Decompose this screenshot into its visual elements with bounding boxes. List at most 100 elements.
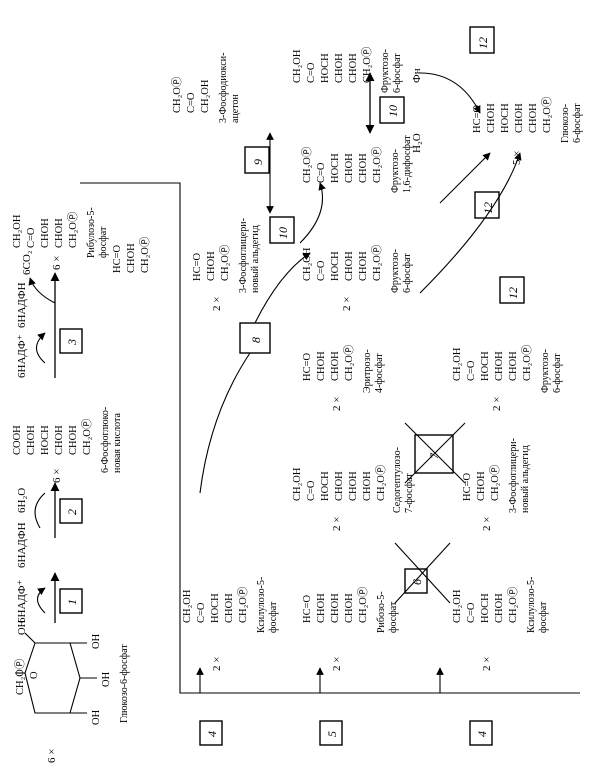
e4p-f3: CH₂OⓅ xyxy=(343,344,355,381)
s7p-f1: C=O xyxy=(306,480,317,501)
g6pb-name-1: 6-фосфат xyxy=(572,103,583,143)
f6pa-f3: CHOH xyxy=(494,351,505,381)
s7p-name-0: Седогептулозо- xyxy=(392,447,403,513)
h2o-6: 6H₂O xyxy=(16,488,28,513)
ribulose-5-phosphate: 6 × CH₂OH C=O CHOH CHOH CH₂OⓅ Рибулозо-5… xyxy=(12,207,109,270)
ga3pa-name-1: новый альдегид xyxy=(520,445,531,513)
ga3pa-name-0: 3-Фосфоглицери- xyxy=(508,438,519,513)
pg-name-1: новая кислота xyxy=(112,413,123,473)
xu5pb-f0: CH₂OH xyxy=(452,589,463,623)
f6pa-name-0: Фруктозо- xyxy=(540,349,551,393)
s7p-f4: CHOH xyxy=(348,471,359,501)
arrow-8-in xyxy=(199,352,251,494)
xylulose-5-phosphate-b: 2 × CH₂OH C=O HOCH CHOH CH₂OⓅ Ксилулозо-… xyxy=(452,577,549,671)
ga3pa-f1: CHOH xyxy=(476,471,487,501)
f6pc-f1: C=O xyxy=(306,62,317,83)
r5p-mult: 2 × xyxy=(331,657,343,671)
distribution-line xyxy=(80,182,580,694)
glucose6p-name: Глюкозо-6-фосфат xyxy=(119,644,130,723)
ru5p-f2: CHOH xyxy=(40,218,51,248)
enzyme-box-2 xyxy=(59,498,83,524)
ru5p-f3: CHOH xyxy=(54,218,65,248)
e4p-name-1: 4-фосфат xyxy=(374,353,385,393)
xu5pb-f3: CHOH xyxy=(494,593,505,623)
fbp-f4: CHOH xyxy=(358,153,369,183)
g6pb-f4: CHOH xyxy=(528,103,539,133)
ga3pb-f1: CHOH xyxy=(206,251,217,281)
f6pc-f2: HOCH xyxy=(320,53,331,83)
pg-f4: CHOH xyxy=(68,425,79,455)
pi: Фн xyxy=(411,68,423,83)
enzyme-2: 2 xyxy=(65,509,79,515)
dhap-f2: CH₂OH xyxy=(200,79,211,113)
xu5pb-f2: HOCH xyxy=(480,593,491,623)
xu5pb-f4: CH₂OⓅ xyxy=(507,586,519,623)
arrow-12c xyxy=(419,152,522,294)
nadp-3: 6НАДФ⁺ xyxy=(16,334,28,378)
f6pc-f5: CH₂OⓅ xyxy=(361,46,373,83)
cofactor-arc-1 xyxy=(36,587,46,614)
enzyme-10: 10 xyxy=(276,227,290,239)
e4p-mult: 2 × xyxy=(331,397,343,411)
f6pc-name-1: 6-фосфат xyxy=(392,53,403,93)
xu5pb-f1: C=O xyxy=(466,602,477,623)
dhap-f0: CH₂OⓅ xyxy=(171,76,183,113)
ring-oh-1: OH xyxy=(91,709,102,725)
cross-6b xyxy=(394,542,451,604)
ring-oh-4: OH xyxy=(17,619,28,635)
xu5pa-name-0: Ксилулозо-5- xyxy=(256,577,267,633)
f6pa-name-1: 6-фосфат xyxy=(552,353,563,393)
f6pb-name-0: Фруктозо- xyxy=(390,249,401,293)
enzyme-1: 1 xyxy=(65,599,79,605)
fructose-6-phosphate-b: 2 × CH₂OH C=O HOCH CHOH CHOH CH₂OⓅ Фрукт… xyxy=(302,244,413,311)
g6pb-f2: HOCH xyxy=(500,103,511,133)
fructose-1-6-bisphosphate: CH₂OⓅ C=O HOCH CHOH CHOH CH₂OⓅ Фруктозо-… xyxy=(301,135,413,193)
enzyme-3: 3 xyxy=(65,339,79,346)
fructose-6-phosphate-c: CH₂OH C=O HOCH CHOH CHOH CH₂OⓅ Фруктозо-… xyxy=(292,46,403,93)
f6pa-f2: HOCH xyxy=(480,351,491,381)
ga3pb-name-0: 3-Фосфоглицери- xyxy=(238,218,249,293)
ga3pb-mult: 2 × xyxy=(211,297,223,311)
fbp-f3: CHOH xyxy=(344,153,355,183)
f6pb-f2: HOCH xyxy=(330,251,341,281)
pg-f3: CHOH xyxy=(54,425,65,455)
ring-ch2op: CH₂OⓅ xyxy=(14,658,26,695)
f6pb-name-1: 6-фосфат xyxy=(402,253,413,293)
f6pb-mult: 2 × xyxy=(341,297,353,311)
xu5pa-name-1: фосфат xyxy=(268,601,279,633)
g6pb-f0: HC=O xyxy=(472,104,483,133)
enzyme-box-10 xyxy=(269,216,295,244)
ring-oh-2: OH xyxy=(101,671,112,687)
xu5pa-f0: CH₂OH xyxy=(182,589,193,623)
arrow-12a xyxy=(419,72,481,114)
sedoheptulose-7-phosphate: 2 × CH₂OH C=O HOCH CHOH CHOH CHOH CH₂OⓅ … xyxy=(292,447,415,531)
enzyme-box-4b xyxy=(469,720,493,746)
f6pb-f1: C=O xyxy=(316,260,327,281)
ga3pc-f2: CH₂OⓅ xyxy=(139,236,151,273)
enzyme-5: 5 xyxy=(325,731,339,737)
enzyme-box-12b xyxy=(474,191,500,219)
nadp-1: 6НАДФ⁺ xyxy=(16,579,28,623)
f6pa-f5: CH₂OⓅ xyxy=(521,344,533,381)
xu5pa-f2: HOCH xyxy=(210,593,221,623)
e4p-name-0: Эритрозо- xyxy=(362,349,373,393)
enzyme-12c: 12 xyxy=(506,287,520,299)
ru5p-mult: 6 × xyxy=(51,256,63,270)
pg-f0: COOH xyxy=(12,425,23,455)
enzyme-box-6 xyxy=(404,568,428,594)
r5p-f4: CH₂OⓅ xyxy=(357,586,369,623)
f6pa-f1: C=O xyxy=(466,360,477,381)
xylulose-5-phosphate-a: 2 × CH₂OH C=O HOCH CHOH CH₂OⓅ Ксилулозо-… xyxy=(182,577,279,671)
ga3pb-f0: HC=O xyxy=(192,252,203,281)
arrow-8-out xyxy=(254,252,311,324)
g6pb-mult: 5 × xyxy=(511,151,523,165)
r5p-name-0: Рибозо-5- xyxy=(376,591,387,633)
phosphogluconate: 6 × COOH CHOH HOCH CHOH CHOH CH₂OⓅ 6-Фос… xyxy=(12,407,123,483)
e4p-f0: HC=O xyxy=(302,352,313,381)
pg-name-0: 6-Фосфоглюко- xyxy=(100,407,111,473)
enzyme-box-4a xyxy=(199,720,223,746)
enzyme-12b: 12 xyxy=(481,202,495,214)
fructose-6-phosphate-a: 2 × CH₂OH C=O HOCH CHOH CHOH CH₂OⓅ Фрукт… xyxy=(452,344,563,411)
rotated-frame: CH₂OⓅ OH OH OH OH O 6 × Глюкозо-6-фосфат… xyxy=(12,26,583,763)
pg-f1: CHOH xyxy=(26,425,37,455)
